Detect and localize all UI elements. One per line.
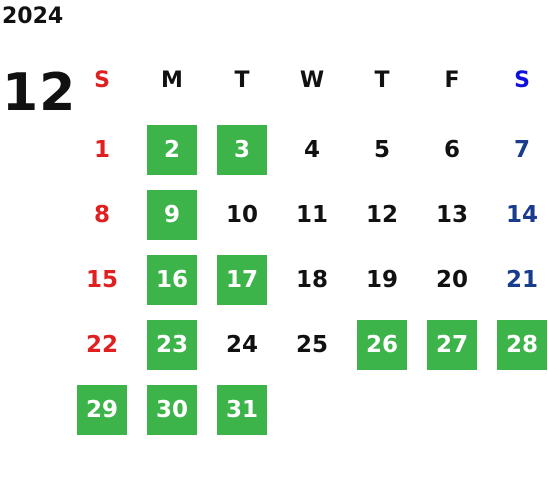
day-cell: 13 xyxy=(435,201,468,228)
weekday-header: S xyxy=(514,68,530,93)
day-cell: 9 xyxy=(147,190,197,240)
weekday-header: M xyxy=(161,68,183,93)
day-cell: 2 xyxy=(147,125,197,175)
day-cell: 5 xyxy=(373,136,390,163)
day-cell: 3 xyxy=(217,125,267,175)
day-cell: 4 xyxy=(303,136,320,163)
weekday-header: S xyxy=(94,68,110,93)
day-cell: 17 xyxy=(217,255,267,305)
day-cell: 15 xyxy=(85,266,118,293)
weekday-header: T xyxy=(234,68,250,93)
day-cell: 26 xyxy=(357,320,407,370)
day-cell: 25 xyxy=(295,331,328,358)
year-label: 2024 xyxy=(2,4,64,29)
day-cell: 24 xyxy=(225,331,258,358)
weekday-header: T xyxy=(374,68,390,93)
day-cell: 19 xyxy=(365,266,398,293)
day-cell: 21 xyxy=(505,266,538,293)
day-cell: 10 xyxy=(225,201,258,228)
day-cell: 27 xyxy=(427,320,477,370)
day-cell: 30 xyxy=(147,385,197,435)
day-cell: 12 xyxy=(365,201,398,228)
day-cell: 14 xyxy=(505,201,538,228)
day-cell: 28 xyxy=(497,320,547,370)
day-cell: 1 xyxy=(93,136,110,163)
day-cell: 7 xyxy=(513,136,530,163)
day-cell: 23 xyxy=(147,320,197,370)
day-cell: 22 xyxy=(85,331,118,358)
day-cell: 8 xyxy=(93,201,110,228)
weekday-header: F xyxy=(444,68,460,93)
day-cell: 11 xyxy=(295,201,328,228)
day-cell: 29 xyxy=(77,385,127,435)
day-cell: 31 xyxy=(217,385,267,435)
month-number: 12 xyxy=(2,63,77,123)
day-cell: 16 xyxy=(147,255,197,305)
day-cell: 6 xyxy=(443,136,460,163)
weekday-header: W xyxy=(299,68,325,93)
day-cell: 18 xyxy=(295,266,328,293)
day-cell: 20 xyxy=(435,266,468,293)
